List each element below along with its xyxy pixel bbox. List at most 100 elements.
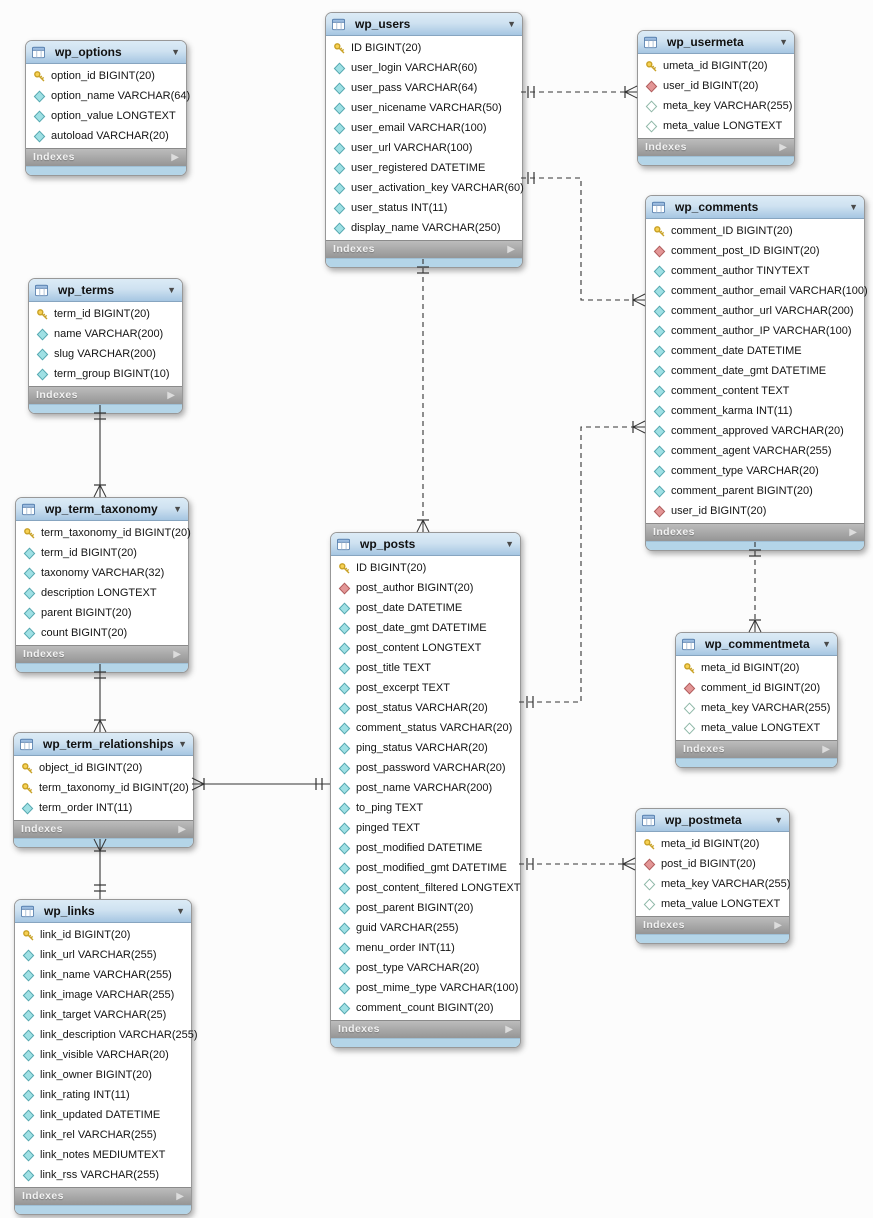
field-row[interactable]: term_taxonomy_id BIGINT(20) — [16, 523, 191, 543]
field-row[interactable]: user_login VARCHAR(60) — [326, 58, 522, 78]
field-row[interactable]: term_taxonomy_id BIGINT(20) — [14, 778, 193, 798]
indexes-section[interactable]: Indexes▶ — [331, 1020, 520, 1038]
field-row[interactable]: meta_id BIGINT(20) — [676, 658, 837, 678]
field-row[interactable]: user_activation_key VARCHAR(60) — [326, 178, 524, 198]
chevron-down-icon[interactable]: ▼ — [171, 46, 180, 57]
field-row[interactable]: meta_key VARCHAR(255) — [636, 874, 790, 894]
field-row[interactable]: display_name VARCHAR(250) — [326, 218, 522, 238]
field-row[interactable]: comment_agent VARCHAR(255) — [646, 441, 864, 461]
field-row[interactable]: meta_value LONGTEXT — [676, 718, 837, 738]
arrow-right-icon[interactable]: ▶ — [176, 1190, 184, 1202]
indexes-section[interactable]: Indexes▶ — [15, 1187, 191, 1205]
table-wp_comments[interactable]: wp_comments▼comment_ID BIGINT(20)comment… — [645, 195, 868, 551]
arrow-right-icon[interactable]: ▶ — [171, 151, 179, 163]
chevron-down-icon[interactable]: ▼ — [505, 538, 514, 549]
table-header[interactable]: wp_term_relationships▼ — [14, 733, 193, 756]
field-row[interactable]: parent BIGINT(20) — [16, 603, 188, 623]
field-row[interactable]: meta_value LONGTEXT — [638, 116, 794, 136]
field-row[interactable]: option_value LONGTEXT — [26, 106, 186, 126]
field-row[interactable]: post_status VARCHAR(20) — [331, 698, 520, 718]
field-row[interactable]: option_name VARCHAR(64) — [26, 86, 190, 106]
indexes-section[interactable]: Indexes▶ — [29, 386, 182, 404]
chevron-down-icon[interactable]: ▼ — [173, 503, 182, 514]
field-row[interactable]: post_id BIGINT(20) — [636, 854, 789, 874]
table-header[interactable]: wp_links▼ — [15, 900, 191, 923]
chevron-down-icon[interactable]: ▼ — [779, 36, 788, 47]
field-row[interactable]: comment_date_gmt DATETIME — [646, 361, 864, 381]
table-wp_options[interactable]: wp_options▼option_id BIGINT(20)option_na… — [25, 40, 190, 176]
arrow-right-icon[interactable]: ▶ — [507, 243, 515, 255]
field-row[interactable]: link_id BIGINT(20) — [15, 925, 191, 945]
field-row[interactable]: comment_parent BIGINT(20) — [646, 481, 864, 501]
table-header[interactable]: wp_terms▼ — [29, 279, 182, 302]
field-row[interactable]: comment_author_email VARCHAR(100) — [646, 281, 868, 301]
field-row[interactable]: umeta_id BIGINT(20) — [638, 56, 794, 76]
chevron-down-icon[interactable]: ▼ — [507, 18, 516, 29]
indexes-section[interactable]: Indexes▶ — [14, 820, 193, 838]
field-row[interactable]: user_pass VARCHAR(64) — [326, 78, 522, 98]
field-row[interactable]: comment_author_url VARCHAR(200) — [646, 301, 864, 321]
indexes-section[interactable]: Indexes▶ — [676, 740, 837, 758]
field-row[interactable]: user_url VARCHAR(100) — [326, 138, 522, 158]
field-row[interactable]: link_owner BIGINT(20) — [15, 1065, 191, 1085]
field-row[interactable]: post_password VARCHAR(20) — [331, 758, 520, 778]
arrow-right-icon[interactable]: ▶ — [779, 141, 787, 153]
field-row[interactable]: taxonomy VARCHAR(32) — [16, 563, 188, 583]
indexes-section[interactable]: Indexes▶ — [26, 148, 186, 166]
field-row[interactable]: comment_type VARCHAR(20) — [646, 461, 864, 481]
field-row[interactable]: comment_karma INT(11) — [646, 401, 864, 421]
field-row[interactable]: link_description VARCHAR(255) — [15, 1025, 198, 1045]
field-row[interactable]: comment_post_ID BIGINT(20) — [646, 241, 864, 261]
field-row[interactable]: meta_key VARCHAR(255) — [676, 698, 837, 718]
field-row[interactable]: link_rating INT(11) — [15, 1085, 191, 1105]
table-header[interactable]: wp_postmeta▼ — [636, 809, 789, 832]
arrow-right-icon[interactable]: ▶ — [505, 1023, 513, 1035]
indexes-section[interactable]: Indexes▶ — [326, 240, 522, 258]
table-wp_term_relationships[interactable]: wp_term_relationships▼object_id BIGINT(2… — [13, 732, 194, 848]
arrow-right-icon[interactable]: ▶ — [173, 648, 181, 660]
field-row[interactable]: link_notes MEDIUMTEXT — [15, 1145, 191, 1165]
field-row[interactable]: user_status INT(11) — [326, 198, 522, 218]
table-header[interactable]: wp_term_taxonomy▼ — [16, 498, 188, 521]
field-row[interactable]: link_target VARCHAR(25) — [15, 1005, 191, 1025]
field-row[interactable]: link_rel VARCHAR(255) — [15, 1125, 191, 1145]
indexes-section[interactable]: Indexes▶ — [638, 138, 794, 156]
field-row[interactable]: ID BIGINT(20) — [331, 558, 520, 578]
field-row[interactable]: post_title TEXT — [331, 658, 520, 678]
arrow-right-icon[interactable]: ▶ — [822, 743, 830, 755]
field-row[interactable]: comment_author_IP VARCHAR(100) — [646, 321, 864, 341]
chevron-down-icon[interactable]: ▼ — [849, 201, 858, 212]
field-row[interactable]: post_modified_gmt DATETIME — [331, 858, 520, 878]
arrow-right-icon[interactable]: ▶ — [167, 389, 175, 401]
field-row[interactable]: link_image VARCHAR(255) — [15, 985, 191, 1005]
field-row[interactable]: user_registered DATETIME — [326, 158, 522, 178]
field-row[interactable]: post_name VARCHAR(200) — [331, 778, 520, 798]
table-wp_posts[interactable]: wp_posts▼ID BIGINT(20)post_author BIGINT… — [330, 532, 521, 1048]
field-row[interactable]: post_parent BIGINT(20) — [331, 898, 520, 918]
table-wp_commentmeta[interactable]: wp_commentmeta▼meta_id BIGINT(20)comment… — [675, 632, 838, 768]
table-header[interactable]: wp_users▼ — [326, 13, 522, 36]
field-row[interactable]: post_type VARCHAR(20) — [331, 958, 520, 978]
field-row[interactable]: post_date_gmt DATETIME — [331, 618, 520, 638]
field-row[interactable]: user_email VARCHAR(100) — [326, 118, 522, 138]
arrow-right-icon[interactable]: ▶ — [849, 526, 857, 538]
arrow-right-icon[interactable]: ▶ — [178, 823, 186, 835]
field-row[interactable]: ID BIGINT(20) — [326, 38, 522, 58]
field-row[interactable]: guid VARCHAR(255) — [331, 918, 520, 938]
field-row[interactable]: ping_status VARCHAR(20) — [331, 738, 520, 758]
table-header[interactable]: wp_commentmeta▼ — [676, 633, 837, 656]
field-row[interactable]: link_url VARCHAR(255) — [15, 945, 191, 965]
field-row[interactable]: post_date DATETIME — [331, 598, 520, 618]
field-row[interactable]: comment_approved VARCHAR(20) — [646, 421, 864, 441]
field-row[interactable]: term_order INT(11) — [14, 798, 193, 818]
table-wp_users[interactable]: wp_users▼ID BIGINT(20)user_login VARCHAR… — [325, 12, 524, 268]
chevron-down-icon[interactable]: ▼ — [822, 638, 831, 649]
field-row[interactable]: link_rss VARCHAR(255) — [15, 1165, 191, 1185]
table-wp_postmeta[interactable]: wp_postmeta▼meta_id BIGINT(20)post_id BI… — [635, 808, 790, 944]
field-row[interactable]: option_id BIGINT(20) — [26, 66, 186, 86]
field-row[interactable]: link_updated DATETIME — [15, 1105, 191, 1125]
table-wp_terms[interactable]: wp_terms▼term_id BIGINT(20)name VARCHAR(… — [28, 278, 183, 414]
field-row[interactable]: comment_id BIGINT(20) — [676, 678, 837, 698]
field-row[interactable]: post_content LONGTEXT — [331, 638, 520, 658]
table-wp_links[interactable]: wp_links▼link_id BIGINT(20)link_url VARC… — [14, 899, 198, 1215]
